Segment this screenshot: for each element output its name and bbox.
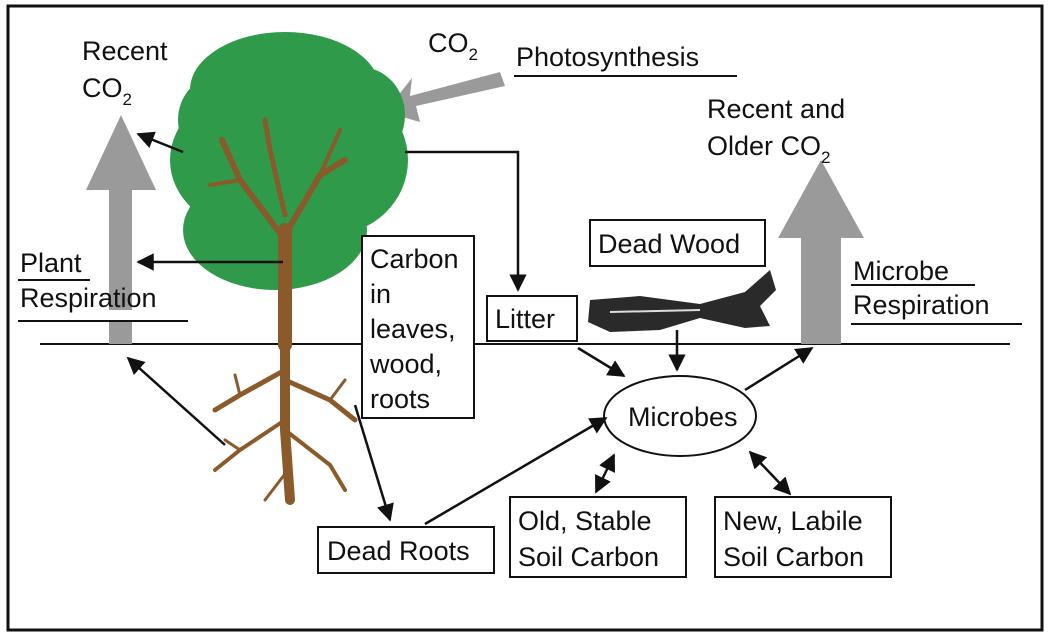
arrow-roots-to-dead-roots (353, 404, 394, 522)
arrow-canopy-to-recent-co2 (136, 131, 184, 154)
diagram-frame (6, 4, 1044, 632)
carbon-line5: roots (370, 384, 430, 414)
dead-wood-label: Dead Wood (598, 229, 740, 259)
co2-top-label: CO2 (428, 28, 478, 64)
arrow-canopy-to-litter (405, 150, 527, 292)
carbon-line1: Carbon (370, 244, 459, 274)
tree-trunk (208, 117, 348, 352)
arrow-deadroots-to-microbes (424, 416, 608, 526)
recent-older-co2-line1: Recent and (707, 94, 845, 124)
carbon-line4: wood, (369, 349, 442, 379)
arrow-microbes-to-respiration (744, 346, 814, 392)
recent-co2-line1: Recent (82, 36, 168, 66)
microbe-respiration-line1: Microbe (853, 256, 949, 286)
plant-respiration-line1: Plant (20, 248, 82, 278)
microbe-respiration-grey-arrow (778, 160, 864, 344)
microbes-node (603, 375, 757, 457)
dead-wood-log (588, 270, 776, 332)
old-stable-box (509, 496, 687, 578)
new-labile-line1: New, Labile (723, 506, 863, 536)
plant-respiration-grey-arrow (86, 115, 156, 344)
flow-arrows (126, 131, 814, 526)
tree-roots (212, 339, 358, 505)
microbes-label: Microbes (628, 402, 738, 432)
recent-older-co2-line2: Older CO2 (707, 131, 831, 167)
carbon-line3: leaves, (370, 314, 456, 344)
old-stable-line1: Old, Stable (518, 506, 652, 536)
new-labile-box (714, 496, 892, 578)
old-stable-line2: Soil Carbon (518, 542, 659, 572)
arrow-roots-to-plant-respiration (126, 356, 226, 446)
recent-co2-line2: CO2 (82, 73, 132, 109)
carbon-line2: in (370, 279, 391, 309)
microbe-respiration-line2: Respiration (853, 290, 990, 320)
carbon-box (361, 235, 475, 419)
litter-label: Litter (495, 304, 555, 334)
dead-wood-box (589, 219, 766, 267)
arrow-litter-to-microbes (577, 346, 626, 378)
arrow-microbes-new-labile (748, 450, 792, 496)
dead-roots-label: Dead Roots (327, 536, 470, 566)
dead-roots-box (317, 526, 495, 574)
arrow-microbes-old-stable (594, 453, 616, 494)
new-labile-line2: Soil Carbon (723, 542, 864, 572)
litter-box (486, 295, 578, 342)
photosynthesis-grey-arrow (385, 72, 505, 122)
plant-respiration-line2: Respiration (20, 283, 157, 313)
photosynthesis-label: Photosynthesis (516, 42, 699, 72)
